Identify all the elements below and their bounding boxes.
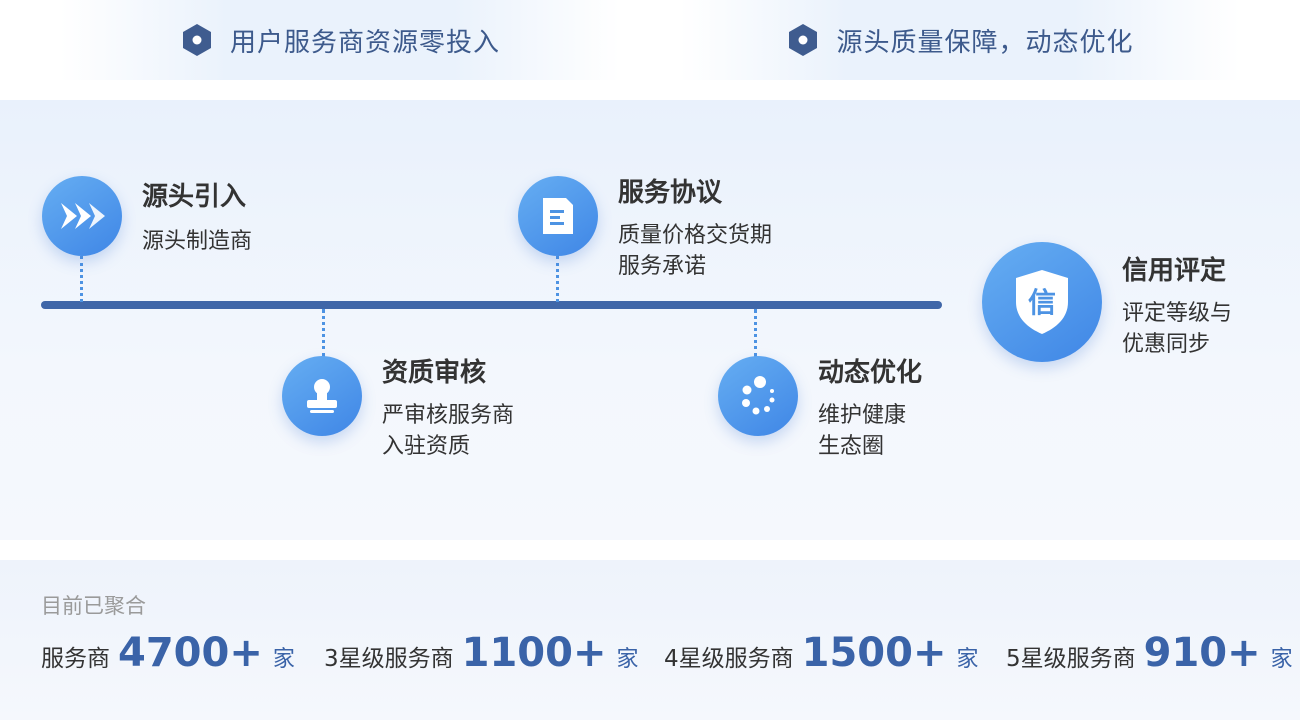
hexagon-dot-icon — [789, 24, 818, 56]
stat-unit: 家 — [272, 647, 295, 672]
connector-step-4 — [754, 309, 757, 357]
step-source-title: 源头引入 — [142, 182, 247, 212]
banner-item-zero-investment: 用户服务商资源零投入 — [60, 0, 620, 80]
double-chevron-right-icon — [61, 203, 105, 229]
connector-step-1 — [80, 256, 83, 302]
step-agreement-desc: 质量价格交货期 服务承诺 — [618, 223, 773, 279]
timeline-bar — [41, 301, 942, 309]
step-source-desc: 源头制造商 — [142, 229, 253, 254]
document-icon — [543, 198, 573, 234]
loading-dots-icon — [742, 376, 775, 415]
step-qualification-desc: 严审核服务商 入驻资质 — [382, 403, 515, 459]
step-agreement-circle — [518, 176, 598, 256]
step-credit-desc: 评定等级与 优惠同步 — [1122, 301, 1233, 357]
top-banner: 用户服务商资源零投入 源头质量保障，动态优化 — [0, 0, 1300, 80]
stat-4-star-providers: 4星级服务商 1500+ 家 — [664, 630, 979, 686]
hexagon-dot-icon — [182, 24, 211, 56]
step-optimize-circle — [718, 356, 798, 436]
step-qualification-circle — [282, 356, 362, 436]
stat-value: 910+ — [1143, 630, 1261, 676]
stat-unit: 家 — [1270, 647, 1293, 672]
stat-3-star-providers: 3星级服务商 1100+ 家 — [324, 630, 639, 686]
stats-caption: 目前已聚合 — [41, 594, 146, 618]
step-credit-circle: 信 — [982, 242, 1102, 362]
stat-label: 3星级服务商 — [324, 646, 454, 672]
banner-text-right: 源头质量保障，动态优化 — [836, 27, 1134, 58]
stats-panel — [0, 560, 1300, 720]
shield-xin-icon: 信 — [1016, 270, 1068, 334]
connector-step-3 — [556, 256, 559, 302]
stat-unit: 家 — [956, 647, 979, 672]
step-source-circle — [42, 176, 122, 256]
process-panel: 源头引入 源头制造商 资质审核 严审核服务商 入驻资质 服务协议 质量价格交货期… — [0, 100, 1300, 540]
connector-step-2 — [322, 309, 325, 357]
stat-label: 4星级服务商 — [664, 646, 794, 672]
stat-value: 1100+ — [461, 630, 607, 676]
step-optimize-desc: 维护健康 生态圈 — [818, 403, 907, 459]
step-agreement-title: 服务协议 — [618, 178, 723, 208]
stat-value: 1500+ — [801, 630, 947, 676]
step-optimize-title: 动态优化 — [818, 358, 923, 388]
stamp-icon — [307, 379, 337, 413]
stat-label: 服务商 — [41, 646, 110, 672]
stat-unit: 家 — [616, 647, 639, 672]
stat-value: 4700+ — [118, 630, 263, 676]
banner-text-left: 用户服务商资源零投入 — [229, 27, 500, 58]
stat-5-star-providers: 5星级服务商 910+ 家 — [1006, 630, 1293, 686]
banner-item-quality: 源头质量保障，动态优化 — [680, 0, 1240, 80]
svg-text:信: 信 — [1028, 286, 1056, 319]
step-qualification-title: 资质审核 — [382, 358, 487, 388]
stat-label: 5星级服务商 — [1006, 646, 1136, 672]
stat-all-providers: 服务商 4700+ 家 — [41, 630, 295, 686]
step-credit-title: 信用评定 — [1122, 256, 1227, 286]
